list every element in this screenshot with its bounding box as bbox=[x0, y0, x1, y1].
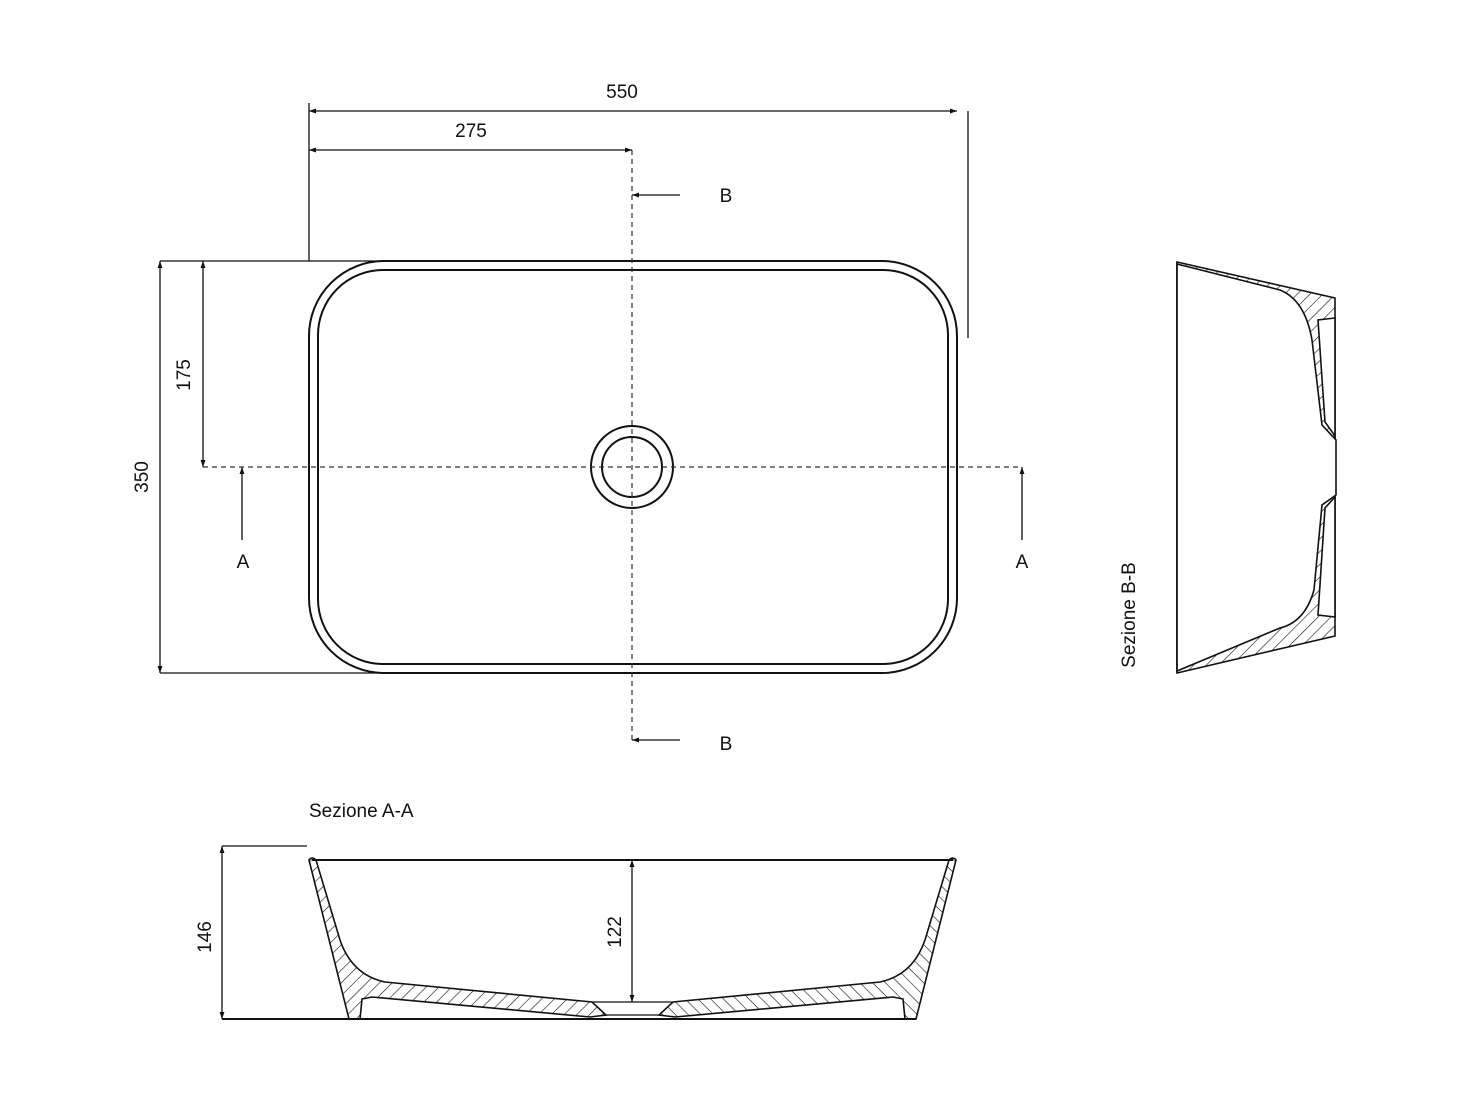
section-label-a-right: A bbox=[1016, 552, 1029, 573]
section-label-a-left: A bbox=[237, 552, 250, 573]
dimension-label-146: 146 bbox=[195, 921, 216, 953]
section-a-right-wall bbox=[657, 857, 957, 1020]
dimension-146: 146 bbox=[195, 846, 225, 1019]
dimension-275: 275 bbox=[309, 121, 632, 153]
dimension-175: 175 bbox=[174, 261, 206, 467]
section-marker-b-bottom: B bbox=[632, 734, 732, 755]
section-label-b-bottom: B bbox=[720, 734, 733, 755]
section-a-a-view: Sezione A-A 146 122 bbox=[195, 801, 957, 1020]
plan-view bbox=[203, 150, 1022, 740]
section-b-pocket-top bbox=[1317, 317, 1336, 439]
section-marker-a-left: A bbox=[237, 467, 250, 573]
section-a-title: Sezione A-A bbox=[309, 801, 414, 822]
section-b-cavity bbox=[1176, 262, 1337, 673]
dimension-label-275: 275 bbox=[455, 121, 487, 142]
dimension-550: 550 bbox=[308, 82, 969, 338]
dimension-label-175: 175 bbox=[174, 359, 195, 391]
dimension-label-550: 550 bbox=[606, 82, 638, 103]
section-b-pocket-bottom bbox=[1317, 494, 1336, 618]
section-b-b-view: Sezione B-B bbox=[1119, 260, 1337, 675]
section-marker-a-right: A bbox=[1016, 467, 1029, 573]
basin-outer-rim bbox=[308, 260, 958, 674]
section-label-b-top: B bbox=[720, 186, 733, 207]
dimension-350: 350 bbox=[132, 260, 380, 674]
section-b-title: Sezione B-B bbox=[1119, 562, 1140, 668]
dimension-label-350: 350 bbox=[132, 461, 153, 493]
section-a-left-wall bbox=[308, 857, 608, 1020]
section-marker-b-top: B bbox=[632, 186, 732, 207]
basin-inner-rim bbox=[317, 269, 949, 665]
dimension-label-122: 122 bbox=[605, 916, 626, 948]
dimension-122: 122 bbox=[605, 860, 635, 1002]
